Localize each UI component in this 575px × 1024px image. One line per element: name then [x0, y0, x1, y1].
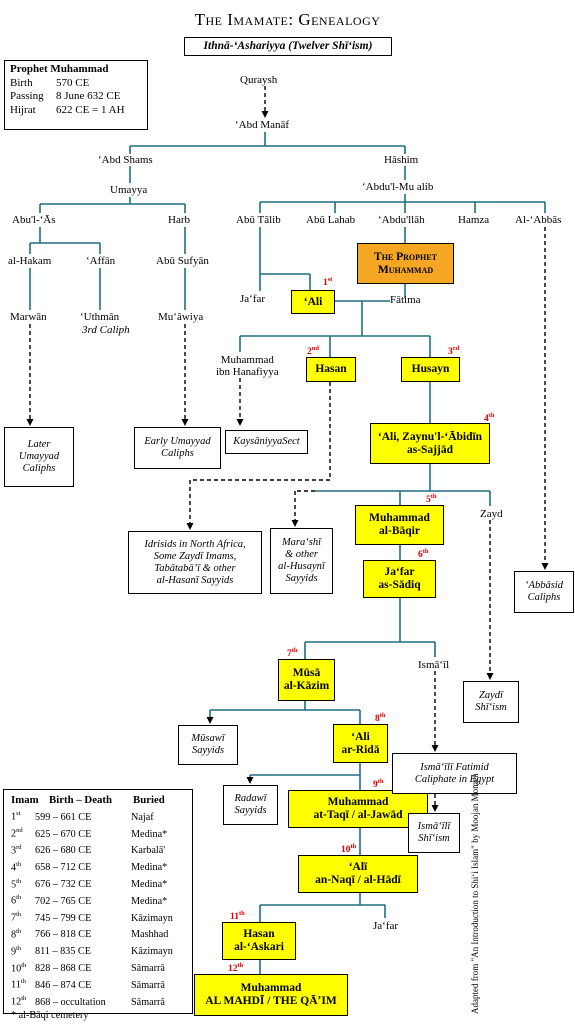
imam-7-box: Mūsā al-Kāzim	[278, 659, 335, 701]
label-muhammad-ibn-hanafiyya: Muhammad ibn Hanafiyya	[216, 354, 279, 378]
ordinal-12: 12th	[228, 962, 244, 975]
outcome-early-umayyad: Early Umayyad Caliphs	[134, 427, 221, 469]
table-footnote: * al-Bāqi cemetery	[11, 1009, 89, 1021]
ordinal-11: 11th	[230, 910, 245, 923]
label-ismail: Ismāʻīl	[418, 659, 450, 671]
imam-9-box: Muhammad at-Taqī / al-Jawād	[288, 790, 428, 828]
ordinal-8: 8th	[375, 712, 386, 725]
imam-6-box: Jaʻfar as-Sādiq	[363, 560, 436, 598]
info-heading: Prophet Muhammad	[10, 63, 109, 75]
label-fatima: Fātima	[390, 294, 421, 306]
label-abd-shams: ʻAbd Shams	[98, 154, 153, 166]
label-abul-as: Abu'l-ʻĀs	[12, 214, 56, 226]
ordinal-1: 1st	[323, 276, 333, 289]
label-quraysh: Quraysh	[240, 74, 278, 86]
outcome-radawi: Radawī Sayyids	[223, 785, 278, 825]
label-al-abbas: Al-ʻAbbās	[515, 214, 562, 226]
ordinal-4: 4th	[484, 412, 495, 425]
label-abu-sufyan: Abū Sufyān	[156, 255, 209, 267]
label-hamza: Hamza	[458, 214, 490, 226]
ordinal-10: 10th	[341, 843, 357, 856]
label-jafar: Jaʻfar	[240, 293, 266, 305]
outcome-marashi: Maraʻshī & other al-Husaynī Sayyids	[270, 528, 333, 594]
label-abu-lahab: Abū Lahab	[306, 214, 356, 226]
imam-4-box: ʻAli, Zaynu'l-ʻĀbidīn as-Sajjād	[370, 423, 490, 464]
ordinal-6: 6th	[418, 548, 429, 561]
imam-5-box: Muhammad al-Bāqir	[355, 505, 444, 545]
label-marwan: Marwān	[10, 311, 47, 323]
outcome-later-umayyad: Later Umayyad Caliphs	[4, 427, 74, 487]
outcome-abbasid: ʻAbbāsid Caliphs	[514, 571, 574, 613]
outcome-kaysaniyya: KaysāniyyaSect	[225, 430, 308, 454]
source-credit: Adapted from "An Introduction to Shiʻi I…	[470, 773, 480, 1014]
prophet-muhammad-box: The Prophet Muhammad	[357, 243, 454, 284]
subtitle: Ithnā-ʻAshariyya (Twelver Shīʻism)	[184, 37, 392, 56]
label-abdul-mutalib: ʻAbdu'l-Mu alib	[362, 181, 434, 193]
imam-8-box: ʻAli ar-Ridā	[333, 724, 388, 763]
page-title: The Imamate: Genealogy	[194, 10, 381, 29]
imam-1-box: ʻAli	[291, 290, 335, 314]
label-abdullah: ʻAbdu'llāh	[378, 214, 425, 226]
label-umayya: Umayya	[110, 184, 148, 196]
label-affan: ʻAffān	[86, 255, 116, 267]
imam-3-box: Husayn	[401, 357, 460, 382]
imam-10-box: ʻAlī an-Naqī / al-Hādī	[298, 855, 418, 893]
outcome-ismaili-fatimid: Ismāʻīlī Fatimid Caliphate in Egypt	[392, 753, 517, 794]
label-abu-talib: Abū Tālib	[236, 214, 281, 226]
label-hashim: Hāshim	[384, 154, 419, 166]
label-uthman: ʻUthmān	[80, 311, 120, 323]
imam-11-box: Hasan al-ʻAskari	[222, 922, 296, 960]
imam-2-box: Hasan	[306, 357, 356, 382]
ordinal-2: 2nd	[307, 345, 319, 358]
outcome-zaydi: Zaydī Shīʻism	[463, 681, 519, 723]
ordinal-9: 9th	[373, 778, 384, 791]
outcome-ismaili-shiism: Ismāʻīlī Shīʻism	[408, 813, 460, 853]
label-uthman-caliph: 3rd Caliph	[82, 324, 130, 336]
ordinal-3: 3rd	[448, 345, 460, 358]
label-muawiya: Muʻāwiya	[158, 311, 204, 323]
label-jafar-2: Jaʻfar	[373, 920, 399, 932]
label-abd-manaf: ʻAbd Manāf	[235, 119, 290, 131]
label-al-hakam: al-Hakam	[8, 255, 52, 267]
ordinal-5: 5th	[426, 493, 437, 506]
label-zayd: Zayd	[480, 508, 503, 520]
label-harb: Harb	[168, 214, 190, 226]
ordinal-7: 7th	[287, 647, 298, 660]
imam-12-box: Muhammad AL MAHDĪ / THE QĀʼIM	[194, 974, 348, 1016]
outcome-musawi: Mūsawī Sayyids	[178, 725, 238, 765]
outcome-idrisids: Idrisids in North Africa, Some Zaydī Ima…	[128, 531, 262, 594]
